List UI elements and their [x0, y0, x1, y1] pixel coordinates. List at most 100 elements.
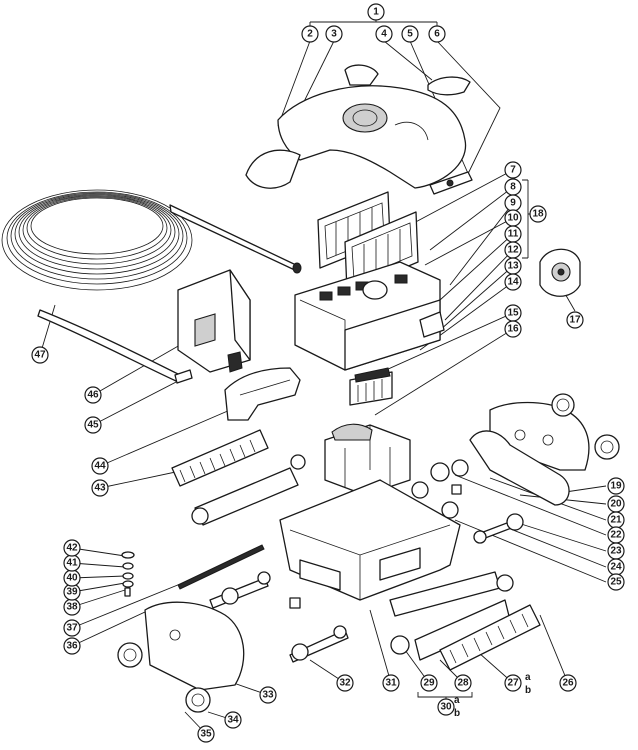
callout-23: 23: [607, 542, 625, 560]
clip-parts: [429, 171, 473, 195]
callout-14: 14: [504, 273, 522, 291]
drive-gear-set: [411, 459, 469, 519]
callout-label: 23: [610, 546, 622, 557]
callout-20: 20: [607, 495, 625, 513]
cable-coil: [1, 189, 302, 382]
callout-label: 28: [457, 678, 469, 689]
callout-41: 41: [63, 554, 81, 572]
wheel-right-top: [551, 393, 575, 417]
cable-clip: [174, 369, 193, 384]
callout-label: 26: [562, 678, 574, 689]
variant-30b: b: [454, 708, 460, 719]
callout-circle: [428, 25, 446, 43]
callout-18: 18: [529, 205, 547, 223]
callout-label: 42: [66, 543, 78, 554]
callout-17: 17: [566, 311, 584, 329]
track-belt-right: [469, 430, 570, 506]
callout-label: 45: [87, 420, 99, 431]
callout-28: 28: [454, 674, 472, 692]
callout-35: 35: [197, 725, 215, 743]
callout-32: 32: [336, 674, 354, 692]
chassis: [279, 479, 461, 609]
callout-43: 43: [91, 479, 109, 497]
callout-label: 32: [339, 678, 351, 689]
callout-label: 1: [373, 7, 379, 18]
callout-label: 25: [610, 577, 622, 588]
callout-circle: [566, 311, 584, 329]
callout-label: 17: [569, 315, 581, 326]
callout-33: 33: [259, 686, 277, 704]
callout-circle: [401, 25, 419, 43]
callout-9: 9: [504, 194, 522, 212]
callout-circle: [84, 416, 102, 434]
callout-label: 44: [94, 461, 106, 472]
callout-circle: [63, 619, 81, 637]
callout-label: 38: [66, 602, 78, 613]
callout-label: 5: [407, 29, 413, 40]
roller-tube-left: [191, 454, 306, 526]
callout-label: 24: [610, 562, 622, 573]
callout-10: 10: [504, 209, 522, 227]
callout-7: 7: [504, 161, 522, 179]
callout-12: 12: [504, 241, 522, 259]
callout-16: 16: [504, 320, 522, 338]
callout-circle: [63, 539, 81, 557]
callout-label: 40: [66, 573, 78, 584]
callout-label: 2: [307, 29, 313, 40]
callout-circle: [504, 161, 522, 179]
callout-label: 22: [610, 530, 622, 541]
callout-22: 22: [607, 526, 625, 544]
callout-37: 37: [63, 619, 81, 637]
callout-label: 8: [510, 182, 516, 193]
power-supply-unit: [177, 269, 251, 373]
callout-circle: [607, 573, 625, 591]
callout-circle: [437, 698, 455, 716]
brush-roller-right: [439, 604, 541, 671]
callout-3: 3: [325, 25, 343, 43]
filter-panel-back: [344, 211, 419, 293]
callout-label: 19: [610, 481, 622, 492]
callout-circle: [529, 205, 547, 223]
callout-label: 7: [510, 165, 516, 176]
callout-label: 18: [532, 209, 544, 220]
callout-2: 2: [301, 25, 319, 43]
callout-circle: [259, 686, 277, 704]
wheel-right-bottom: [594, 434, 620, 460]
callout-label: 9: [510, 198, 516, 209]
callout-label: 20: [610, 499, 622, 510]
callout-26: 26: [559, 674, 577, 692]
callout-circle: [91, 479, 109, 497]
callout-38: 38: [63, 598, 81, 616]
callout-label: 34: [227, 715, 239, 726]
callout-circle: [454, 674, 472, 692]
callout-label: 10: [507, 213, 519, 224]
callout-label: 46: [87, 390, 99, 401]
callout-label: 14: [507, 277, 519, 288]
callout-circle: [382, 674, 400, 692]
motor-block: [324, 423, 411, 496]
handle-insert: [427, 76, 471, 96]
callout-label: 15: [507, 308, 519, 319]
bearing-stack: [121, 551, 135, 597]
callout-label: 6: [434, 29, 440, 40]
callout-5: 5: [401, 25, 419, 43]
callout-label: 30: [440, 702, 452, 713]
callout-13: 13: [504, 257, 522, 275]
callout-label: 4: [381, 29, 387, 40]
callout-25: 25: [607, 573, 625, 591]
motor-housing-arm: [224, 367, 301, 421]
impeller: [349, 367, 393, 406]
callout-label: 21: [610, 515, 622, 526]
callout-circle: [84, 386, 102, 404]
axle-left-lower: [289, 625, 349, 663]
callout-6: 6: [428, 25, 446, 43]
callout-21: 21: [607, 511, 625, 529]
callout-15: 15: [504, 304, 522, 322]
callout-circle: [197, 725, 215, 743]
axle-left-upper: [209, 571, 271, 609]
callout-47: 47: [31, 346, 49, 364]
callout-circle: [375, 25, 393, 43]
callout-circle: [224, 711, 242, 729]
callout-label: 39: [66, 587, 78, 598]
